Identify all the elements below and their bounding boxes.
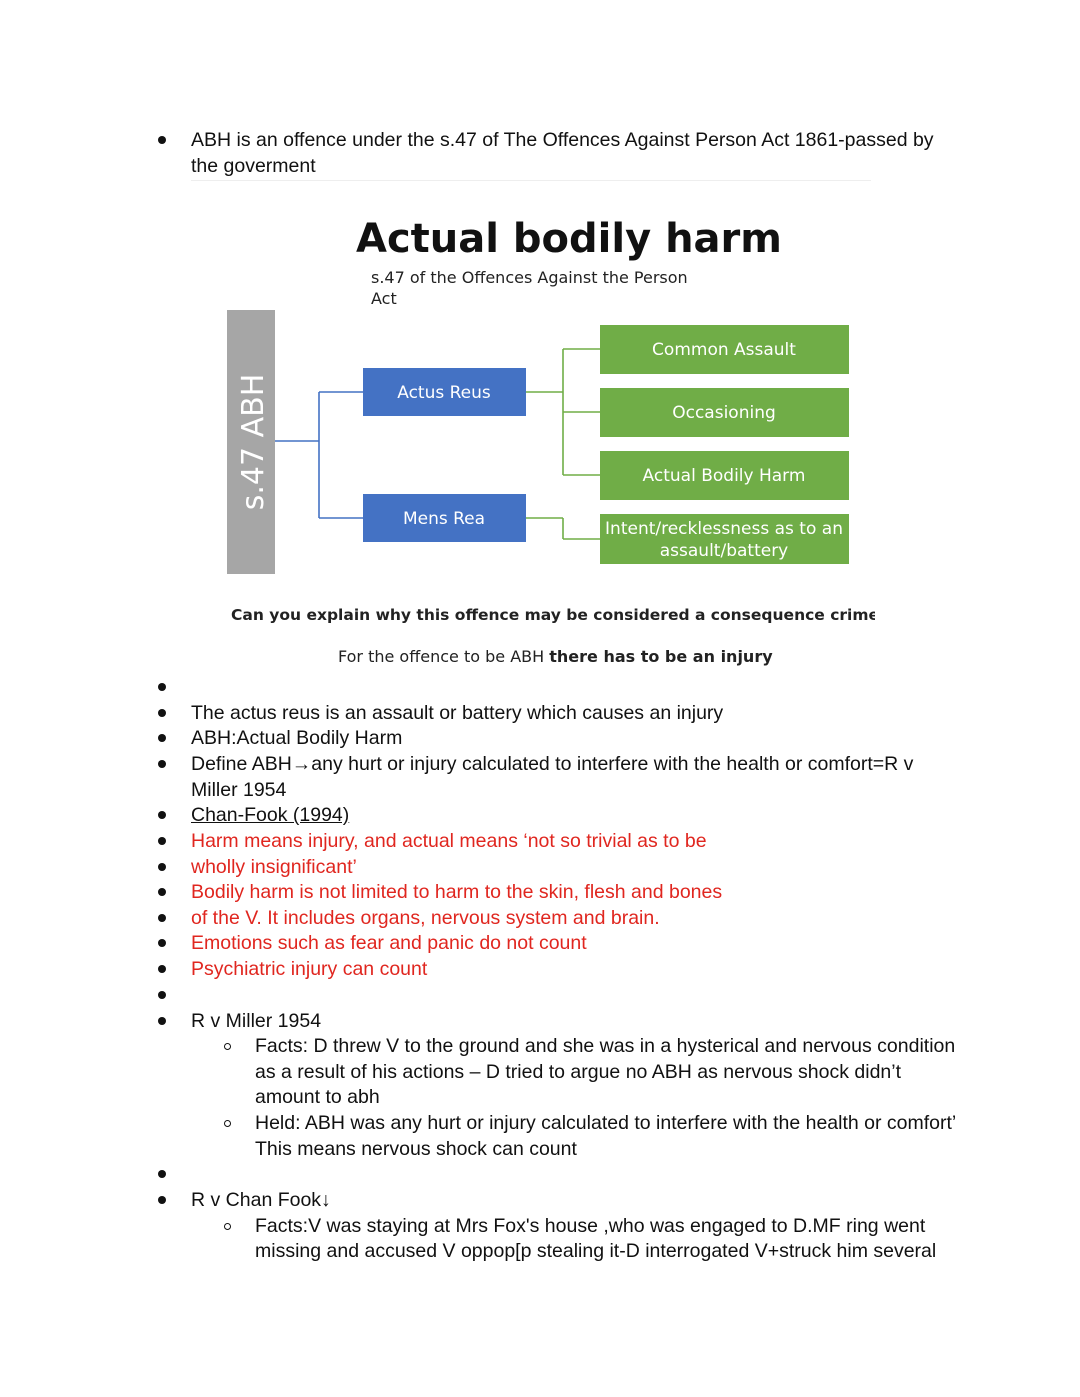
bullet-text: The actus reus is an assault or battery … — [191, 702, 724, 724]
bullet-dot — [158, 939, 166, 947]
bullet-text: Held: ABH was any hurt or injury calcula… — [255, 1112, 957, 1134]
bullet-dot — [158, 1017, 166, 1025]
actus-reus-box — [363, 368, 526, 416]
bullet-text: Facts:V was staying at Mrs Fox's house ,… — [255, 1215, 926, 1237]
bullet-dot — [158, 1170, 166, 1178]
occasioning-label: Occasioning — [672, 403, 776, 423]
bullet-dot — [158, 837, 166, 845]
bullet-text: Miller 1954 — [191, 779, 287, 801]
mens-rea-box — [363, 494, 526, 542]
figure-question: Can you explain why this offence may be … — [231, 606, 875, 624]
bullet-text: Facts: D threw V to the ground and she w… — [255, 1035, 956, 1057]
common-assault-box — [600, 325, 849, 374]
bullet-dot — [158, 760, 166, 768]
intent-label-2: assault/battery — [660, 541, 789, 561]
case-heading-miller: R v Miller 1954 — [191, 1010, 322, 1032]
side-bar-label: s.47 ABH — [236, 374, 271, 511]
bullet-dot — [158, 991, 166, 999]
case-heading-chan: R v Chan Fook↓ — [191, 1189, 331, 1211]
figure-answer: For the offence to be ABH there has to b… — [338, 647, 773, 666]
chan-fook-heading: Chan-Fook (1994) — [191, 804, 350, 826]
bullet-dot — [158, 965, 166, 973]
mens-rea-label: Mens Rea — [403, 509, 485, 529]
bullet-text: Psychiatric injury can count — [191, 958, 428, 980]
bullet-dot — [158, 888, 166, 896]
abh-diagram: Actual bodily harm s.47 of the Offences … — [227, 216, 875, 666]
occasioning-box — [600, 388, 849, 437]
sub-bullet-dot — [224, 1043, 231, 1050]
intro-line-2: the goverment — [191, 155, 316, 177]
bullet-dot — [158, 683, 166, 691]
bullet-text: Emotions such as fear and panic do not c… — [191, 932, 587, 954]
bullet-text: wholly insignificant’ — [191, 856, 357, 878]
green-connectors — [526, 348, 600, 540]
bullet-text: Define ABH→any hurt or injury calculated… — [191, 753, 914, 775]
figure-answer-plain: For the offence to be ABH — [338, 647, 549, 666]
bullet-text: of the V. It includes organs, nervous sy… — [191, 907, 660, 929]
bullet-dot — [158, 709, 166, 717]
bullet-text: ABH:Actual Bodily Harm — [191, 727, 403, 749]
blue-connectors — [275, 391, 363, 519]
bullet-text: This means nervous shock can count — [255, 1138, 577, 1160]
side-bar — [227, 310, 275, 574]
bullet-text: Harm means injury, and actual means ‘not… — [191, 830, 707, 852]
figure-title: Actual bodily harm — [356, 216, 782, 262]
bullet-text: as a result of his actions – D tried to … — [255, 1061, 902, 1083]
actual-bodily-harm-label: Actual Bodily Harm — [643, 466, 806, 486]
bullet-dot — [158, 811, 166, 819]
intro-line-1: ABH is an offence under the s.47 of The … — [191, 129, 934, 151]
common-assault-label: Common Assault — [652, 340, 796, 360]
intent-label-1: Intent/recklessness as to an — [605, 519, 843, 539]
bullet-dot — [158, 914, 166, 922]
actus-reus-label: Actus Reus — [397, 383, 491, 403]
sub-bullet-dot — [224, 1223, 231, 1230]
bullet-dot — [158, 1196, 166, 1204]
figure-subtitle-1: s.47 of the Offences Against the Person — [371, 268, 688, 287]
bullet-dot — [158, 734, 166, 742]
intent-box — [600, 514, 849, 564]
actual-bodily-harm-box — [600, 451, 849, 500]
figure-subtitle-2: Act — [371, 289, 397, 308]
bullet-text: missing and accused V oppop[p stealing i… — [255, 1240, 937, 1262]
bullet-dot — [158, 863, 166, 871]
bullet-text: Bodily harm is not limited to harm to th… — [191, 881, 723, 903]
bullet-text: amount to abh — [255, 1086, 380, 1108]
bullet-dot — [158, 136, 166, 144]
sub-bullet-dot — [224, 1120, 231, 1127]
figure-answer-bold: there has to be an injury — [549, 647, 773, 666]
divider — [191, 180, 871, 181]
